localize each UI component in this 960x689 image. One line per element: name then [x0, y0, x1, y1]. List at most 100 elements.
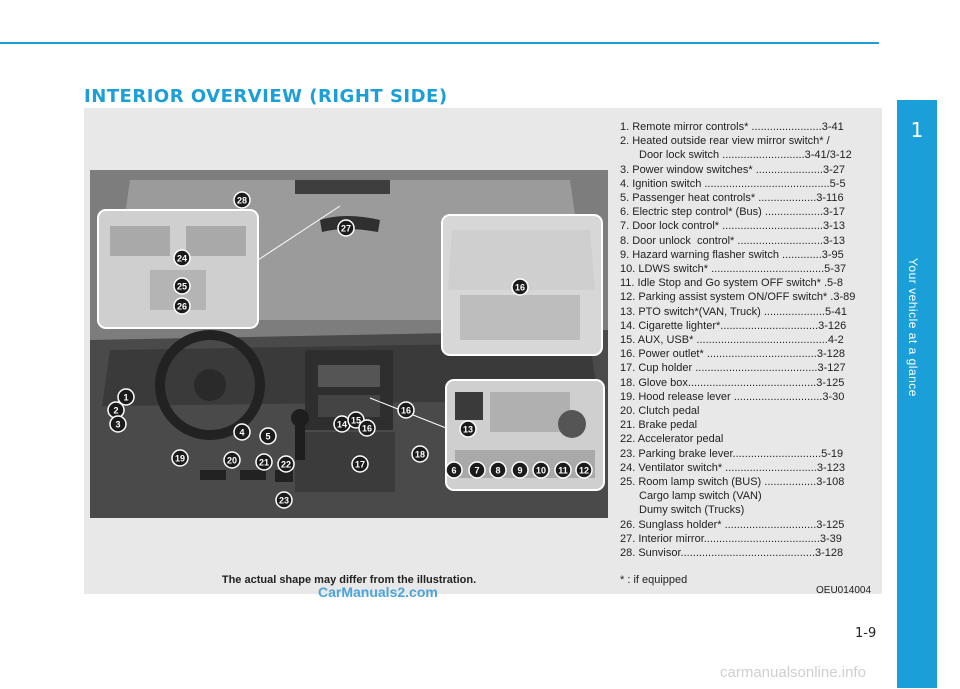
callout-badge: 23	[275, 491, 293, 509]
callout-badge: 12	[575, 461, 593, 479]
list-item: 24. Ventilator switch* .................…	[620, 461, 845, 474]
list-item: 1. Remote mirror controls* .............…	[620, 121, 844, 133]
callout-badge: 19	[171, 449, 189, 467]
list-item: 8. Door unlock control* ................…	[620, 234, 845, 247]
callout-badge: 10	[532, 461, 550, 479]
list-item: 28. Sunvisor............................…	[620, 547, 844, 560]
callout-number: 13	[463, 425, 473, 435]
list-item: 14. Cigarette lighter*..................…	[620, 319, 847, 332]
site-watermark: carmanualsonline.info	[720, 664, 866, 681]
callout-badge: 20	[223, 451, 241, 469]
list-item: 5. Passenger heat controls* ............…	[620, 192, 844, 205]
list-item: 11. Idle Stop and Go system OFF switch* …	[620, 277, 843, 290]
page-title: INTERIOR OVERVIEW (RIGHT SIDE)	[84, 86, 448, 107]
callout-number: 15	[351, 416, 361, 426]
callout-number: 5	[265, 432, 270, 442]
chapter-title: Your vehicle at a glance	[906, 258, 920, 397]
callout-badge: 3	[109, 415, 127, 433]
callout-number: 23	[279, 496, 289, 506]
callout-number: 3	[115, 420, 120, 430]
callout-badge: 7	[468, 461, 486, 479]
callout-badge: 9	[511, 461, 529, 479]
top-rule	[0, 42, 879, 44]
callout-badge: 8	[489, 461, 507, 479]
list-item-subline: Dumy switch (Trucks)	[639, 504, 745, 517]
list-item: 27. Interior mirror.....................…	[620, 532, 842, 545]
callout-number: 1	[123, 393, 128, 403]
chapter-tab: 1 Your vehicle at a glance	[897, 100, 937, 688]
callout-badge: 4	[233, 423, 251, 441]
callout-number: 26	[177, 302, 187, 312]
callout-badge: 22	[277, 455, 295, 473]
callout-number: 28	[237, 196, 247, 206]
callout-badge: 28	[233, 191, 251, 209]
callout-badge: 6	[445, 461, 463, 479]
chapter-number: 1	[910, 118, 924, 142]
callout-number: 17	[355, 460, 365, 470]
callout-number: 20	[227, 456, 237, 466]
list-item: 21. Brake pedal	[620, 419, 698, 432]
callout-number: 12	[579, 466, 589, 476]
callout-number: 22	[281, 460, 291, 470]
callout-badge: 16	[511, 278, 529, 296]
watermark-text: CarManuals2.com	[318, 584, 438, 600]
callout-badge: 18	[411, 445, 429, 463]
component-list: 1. Remote mirror controls* .............…	[620, 120, 878, 560]
callout-number: 9	[517, 466, 522, 476]
list-item-subline: Cargo lamp switch (VAN)	[639, 490, 762, 503]
list-item: 7. Door lock control* ..................…	[620, 220, 845, 233]
list-item: 18. Glove box...........................…	[620, 376, 845, 389]
list-item: 3. Power window switches* ..............…	[620, 163, 845, 176]
callout-number: 7	[474, 466, 479, 476]
callout-badge: 17	[351, 455, 369, 473]
list-item: 22. Accelerator pedal	[620, 433, 724, 446]
callout-number: 2	[113, 406, 118, 416]
callout-badge: 13	[459, 420, 477, 438]
callout-badge: 25	[173, 277, 191, 295]
list-item: 19. Hood release lever .................…	[620, 390, 845, 403]
list-item: 20. Clutch pedal	[620, 405, 700, 418]
list-item: 9. Hazard warning flasher switch .......…	[620, 248, 844, 261]
callout-number: 16	[401, 406, 411, 416]
list-item: 12. Parking assist system ON/OFF switch*…	[620, 291, 856, 304]
list-item: 23. Parking brake lever.................…	[620, 447, 844, 460]
callout-number: 16	[515, 283, 525, 293]
callout-number: 16	[362, 424, 372, 434]
callout-badge: 16	[358, 419, 376, 437]
callout-number: 19	[175, 454, 185, 464]
callout-number: 21	[259, 458, 269, 468]
callout-number: 6	[451, 466, 456, 476]
callout-number: 25	[177, 282, 187, 292]
illustration-caption: The actual shape may differ from the ill…	[221, 574, 477, 586]
callout-badge: 21	[255, 453, 273, 471]
callout-badge: 26	[173, 297, 191, 315]
list-item: 15. AUX, USB* ..........................…	[620, 334, 844, 347]
list-item-subline: Door lock switch .......................…	[639, 149, 852, 162]
page-number: 1-9	[855, 626, 877, 641]
callout-number: 8	[495, 466, 500, 476]
list-item: 13. PTO switch*(VAN, Truck) ............…	[620, 305, 847, 318]
list-item: 4. Ignition switch .....................…	[620, 177, 846, 190]
list-item: 25. Room lamp switch (BUS) .............…	[620, 476, 845, 489]
callout-number: 27	[341, 224, 351, 234]
callout-number: 24	[177, 254, 187, 264]
list-item: 6. Electric step control* (Bus) ........…	[620, 206, 845, 219]
list-item: 10. LDWS switch* .......................…	[620, 263, 847, 276]
callout-badge: 14	[333, 415, 351, 433]
list-item: 2. Heated outside rear view mirror switc…	[620, 135, 830, 148]
callout-badge: 5	[259, 427, 277, 445]
list-item: 26. Sunglass holder* ...................…	[620, 518, 845, 531]
callout-number: 11	[558, 466, 568, 476]
callout-badge: 24	[173, 249, 191, 267]
callout-badge: 27	[337, 219, 355, 237]
callout-number: 18	[415, 450, 425, 460]
footnote: * : if equipped	[620, 574, 688, 586]
callout-badge: 1	[117, 388, 135, 406]
callout-number: 14	[337, 420, 347, 430]
callout-number: 4	[239, 428, 244, 438]
image-code: OEU014004	[816, 585, 872, 596]
callout-badge: 16	[397, 401, 415, 419]
list-item: 17. Cup holder .........................…	[620, 362, 846, 375]
